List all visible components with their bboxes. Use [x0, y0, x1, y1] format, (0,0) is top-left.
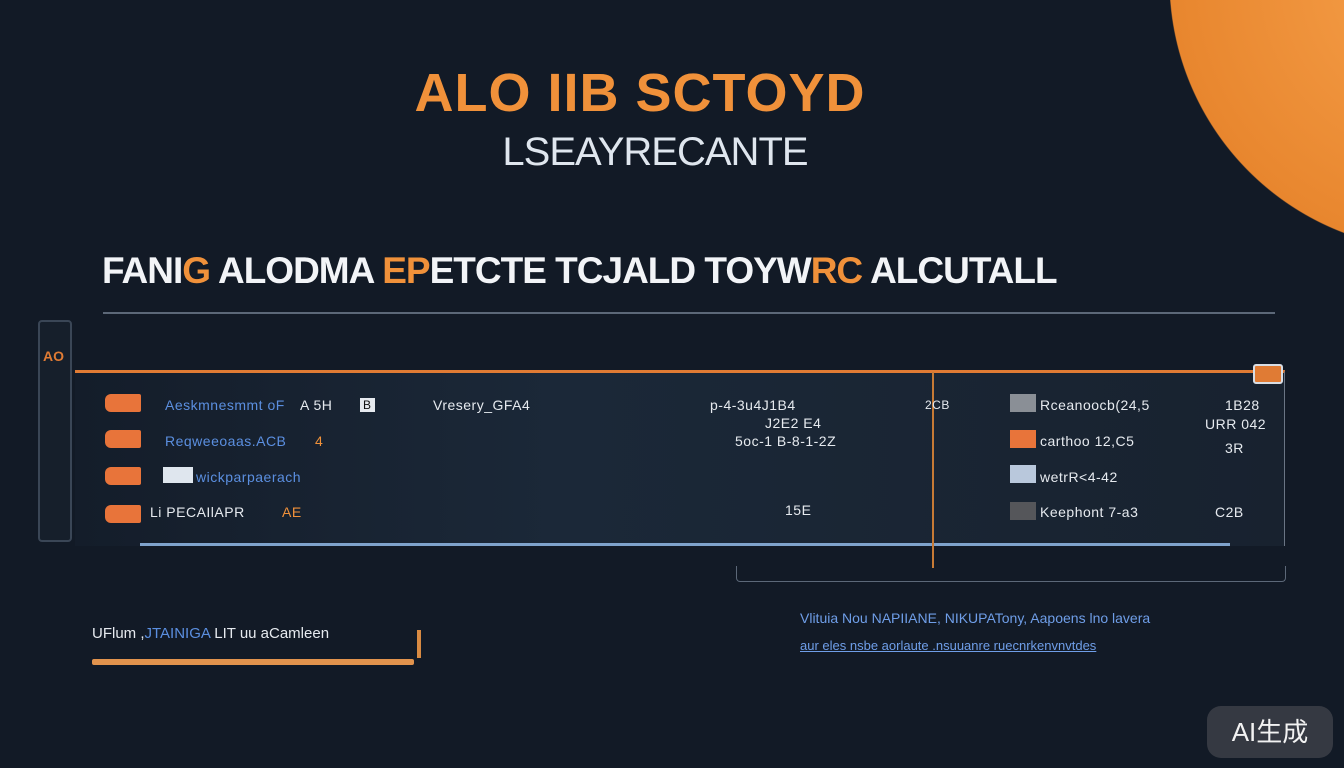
- heading-part: RC: [810, 250, 863, 291]
- row-value: A 5H: [300, 397, 333, 413]
- row-number: 15E: [785, 502, 812, 518]
- footer-highlight[interactable]: JTAINIGA: [144, 625, 211, 642]
- row-swatch: [1010, 394, 1036, 412]
- decorative-orb: [1170, 0, 1344, 262]
- row-tab[interactable]: [105, 394, 141, 412]
- divider: [103, 312, 1275, 314]
- footer-right-text: Vlituia Nou NAPIIANE, NIKUPATony, Aapoen…: [800, 610, 1151, 626]
- side-label: AO: [43, 348, 64, 364]
- row-number: p-4-3u4J1B4: [710, 397, 796, 413]
- column-label: 2CB: [925, 398, 950, 412]
- row-name[interactable]: wickparpaerach: [196, 469, 302, 485]
- row-right: Keephont 7-a3: [1040, 504, 1139, 520]
- row-thumbnail: [163, 467, 193, 483]
- heading-part: EP: [382, 250, 430, 291]
- page-title: ALO IIB SCTOYD: [414, 63, 866, 123]
- page-subtitle: LSEAYRECANTE: [502, 130, 808, 174]
- row-mid: Vresery_GFA4: [433, 397, 531, 413]
- row-name[interactable]: Aeskmnesmmt oF: [165, 397, 285, 413]
- row-name[interactable]: Li PECAIlAPR: [150, 504, 245, 520]
- row-tag: B: [360, 398, 375, 412]
- row-value: AE: [282, 504, 302, 520]
- row-right: wetrR<4-42: [1040, 469, 1118, 485]
- row-tab[interactable]: [105, 430, 141, 448]
- heading-part: ALODMA: [210, 250, 383, 291]
- row-number: J2E2 E4: [765, 415, 822, 431]
- side-widget[interactable]: AO: [38, 320, 72, 542]
- ai-generated-badge: AI生成: [1207, 706, 1333, 758]
- row-right: Rceanoocb(24,5: [1040, 397, 1150, 413]
- panel-bottom-line: [140, 543, 1230, 546]
- panel-frame: [736, 566, 1286, 582]
- row-far: 3R: [1225, 440, 1244, 456]
- heading-part: ALCUTALL: [862, 250, 1058, 291]
- progress-bar: [92, 659, 414, 665]
- row-name[interactable]: Reqweeoaas.ACB: [165, 433, 287, 449]
- footer-text: LIT uu aCamleen: [210, 625, 330, 642]
- row-number: 5oc-1 B-8-1-2Z: [735, 433, 837, 449]
- column-divider: [932, 372, 934, 568]
- row-far: C2B: [1215, 504, 1244, 520]
- panel-corner-button[interactable]: [1253, 364, 1283, 384]
- row-right: carthoo 12,C5: [1040, 433, 1135, 449]
- row-far: URR 042: [1205, 416, 1267, 432]
- row-value: 4: [315, 433, 324, 449]
- row-swatch: [1010, 465, 1036, 483]
- row-swatch: [1010, 430, 1036, 448]
- footer-text: UFlum ,: [92, 625, 145, 642]
- footer-left-text: UFlum ,JTAINIGA LIT uu aCamleen: [92, 625, 329, 642]
- heading-part: FANI: [102, 250, 183, 291]
- row-tab[interactable]: [105, 505, 141, 523]
- section-heading: FANIG ALODMA EPETCTE TCJALD TOYWRC ALCUT…: [102, 250, 1262, 292]
- row-swatch: [1010, 502, 1036, 520]
- row-tab[interactable]: [105, 467, 141, 485]
- data-panel: [75, 370, 1285, 546]
- row-far: 1B28: [1225, 397, 1260, 413]
- heading-part: G: [182, 250, 211, 291]
- footer-right-link[interactable]: aur eles nsbe aorlaute .nsuuanre ruecnrk…: [800, 638, 1097, 653]
- bar-end-marker: [417, 630, 421, 658]
- heading-part: ETCTE TCJALD TOYW: [429, 250, 812, 291]
